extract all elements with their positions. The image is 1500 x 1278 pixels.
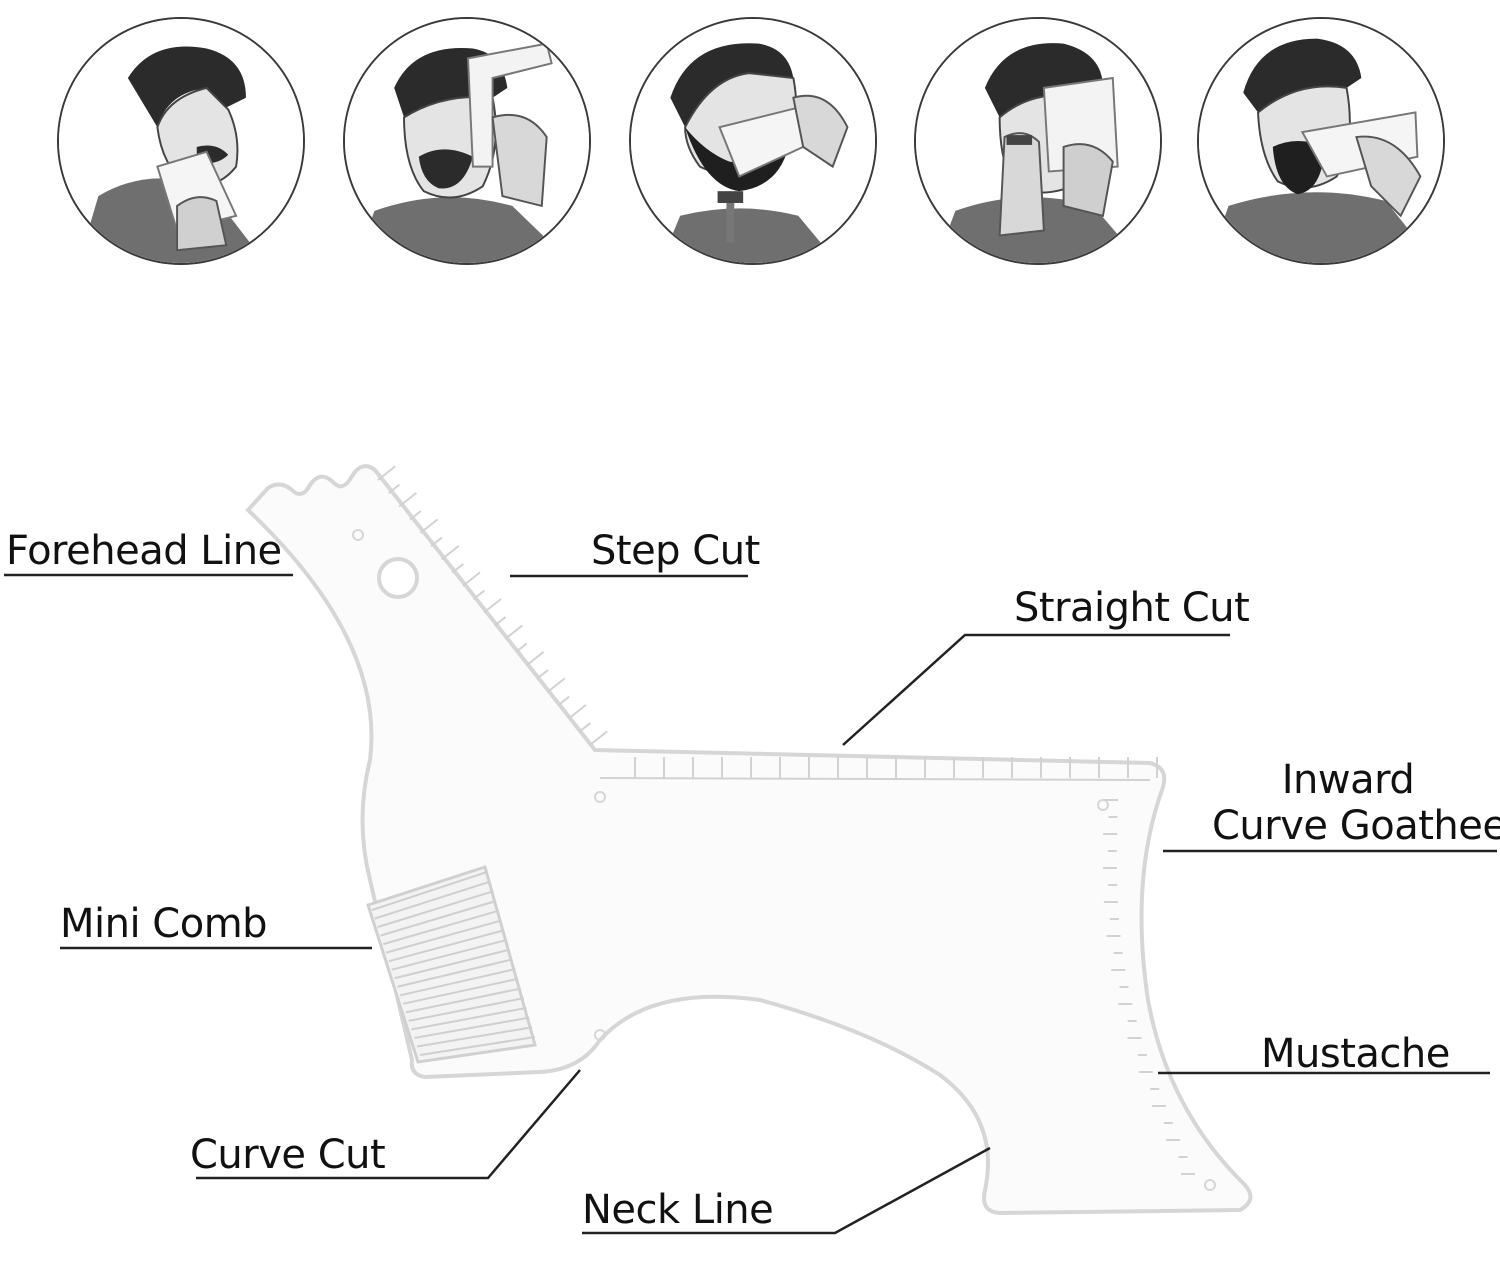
ruler-tick [525, 651, 545, 667]
comb-tooth [394, 948, 510, 980]
comb-tooth [391, 938, 508, 971]
ruler-tick [589, 730, 608, 746]
comb-tooth [383, 909, 499, 946]
man-applying-comb-to-sideburn-illustration-icon [345, 19, 589, 263]
step-illustration-1 [57, 17, 305, 265]
label-mustache: Mustache [1261, 1031, 1450, 1077]
ruler-tick [409, 510, 422, 521]
man-shaving-neckline-with-template-illustration-icon [631, 19, 875, 263]
ruler-tick [568, 704, 587, 720]
ruler-tick [419, 518, 439, 534]
label-forehead-line: Forehead Line [6, 528, 282, 574]
ruler-tick [557, 695, 570, 707]
ruler-tick [387, 483, 401, 495]
comb-tooth [419, 1036, 536, 1056]
comb-tooth [377, 890, 493, 929]
comb-tooth [402, 977, 519, 1005]
ruler-tick [451, 563, 464, 574]
comb-tooth [374, 880, 491, 920]
mini-comb [366, 865, 537, 1064]
comb-tooth [397, 958, 513, 988]
template-dot [1097, 799, 1109, 811]
step-illustration-3 [629, 17, 877, 265]
comb-tooth [388, 929, 505, 963]
leader-straight-cut [842, 633, 1230, 746]
ruler-baseline [599, 777, 1151, 781]
man-with-goatee-template-illustration-icon [1199, 19, 1443, 263]
label-inward-curve-goathee-line2: Curve Goathee [1212, 803, 1500, 849]
template-dot [352, 529, 364, 541]
ruler-tick [493, 616, 507, 627]
ruler-tick [462, 571, 481, 587]
ruler-tick [440, 545, 460, 561]
hang-hole [377, 557, 419, 599]
goatee-curve-ruler [1102, 799, 1195, 1175]
leader-curve-cut [196, 1069, 581, 1180]
label-curve-cut: Curve Cut [190, 1132, 386, 1178]
ruler-tick [398, 492, 417, 508]
ruler-tick [578, 722, 591, 733]
man-profile-trimming-illustration-icon [59, 19, 303, 263]
label-step-cut: Step Cut [591, 528, 760, 574]
label-mini-comb: Mini Comb [60, 901, 268, 947]
template-dot [594, 1029, 606, 1041]
step-illustration-4 [914, 17, 1162, 265]
label-inward-curve-goathee-line1: Inward [1281, 757, 1415, 803]
ruler-tick [483, 598, 502, 614]
template-dot [1204, 1179, 1216, 1191]
comb-tooth [385, 919, 502, 954]
comb-tooth [417, 1026, 533, 1048]
comb-tooth [400, 968, 516, 997]
comb-tooth [414, 1016, 530, 1039]
ruler-tick [430, 536, 443, 548]
comb-tooth [371, 871, 488, 911]
ruler-tick [515, 642, 528, 654]
ruler-tick [546, 677, 566, 693]
ruler-tick [504, 624, 523, 640]
ruler-tick [536, 669, 549, 680]
step-illustration-2 [343, 17, 591, 265]
comb-tooth [380, 900, 496, 937]
comb-tooth [411, 1006, 527, 1031]
step-illustration-5 [1197, 17, 1445, 265]
leader-neck-line [582, 1146, 991, 1235]
straight-cut-ruler [599, 757, 1158, 781]
comb-tooth [408, 997, 524, 1022]
man-trimming-cheek-line-illustration-icon [916, 19, 1160, 263]
ruler-tick [472, 589, 485, 601]
label-straight-cut: Straight Cut [1014, 585, 1250, 631]
comb-tooth [405, 987, 522, 1014]
ruler-tick [377, 465, 396, 481]
template-dot [594, 791, 606, 803]
step-cut-ruler [377, 465, 608, 746]
label-neck-line: Neck Line [582, 1187, 774, 1233]
